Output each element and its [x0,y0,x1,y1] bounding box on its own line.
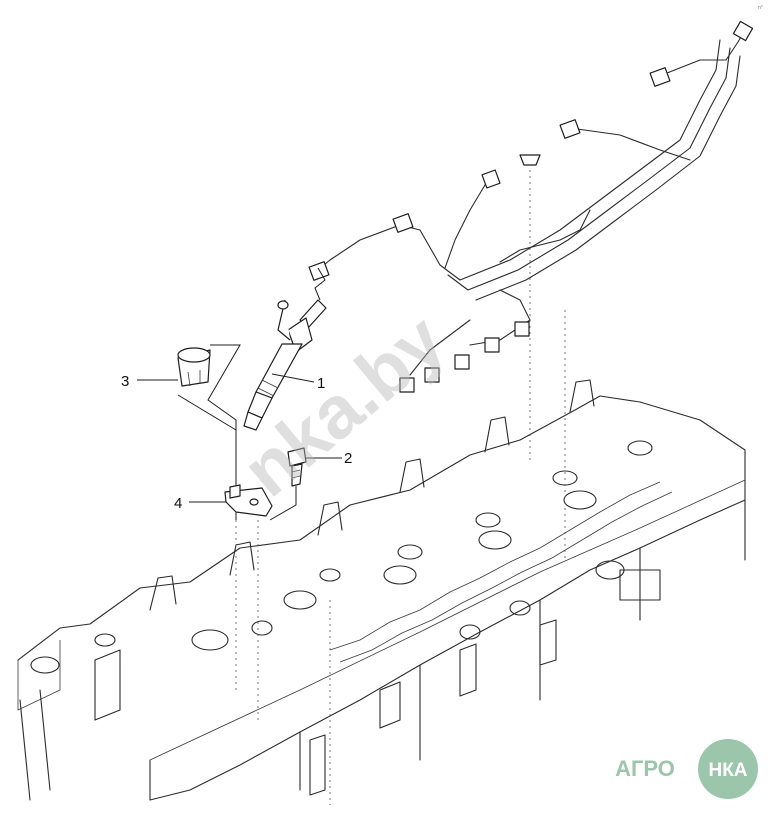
cylinder-head [17,379,746,801]
cap-part [519,154,541,166]
sleeve-part-3 [177,344,241,520]
line-fittings [308,20,754,393]
callouts: 1 2 3 4 [121,373,352,512]
callout-1-leader [271,373,315,383]
logo-circle-text: НКА [708,760,747,781]
callout-2-label: 2 [344,450,352,467]
assembly-centerlines [235,170,566,805]
agronka-logo: АГРО НКА [615,739,758,799]
logo-left-text: АГРО [615,756,675,781]
callout-3-label: 3 [121,373,129,390]
callout-1-label: 1 [317,375,325,392]
clamp-part-4 [224,484,273,517]
rocker-towers [149,379,595,611]
valve-ports [30,440,653,674]
injector-part-1 [243,267,327,431]
fuel-injection-lines [308,20,754,393]
gasket-band [329,481,661,651]
corner-mark: n° [758,5,763,11]
callout-4-label: 4 [174,495,182,512]
cylinder-head-top-face [17,395,746,801]
bolt-part-2 [269,447,307,521]
logo-circle [698,739,758,799]
